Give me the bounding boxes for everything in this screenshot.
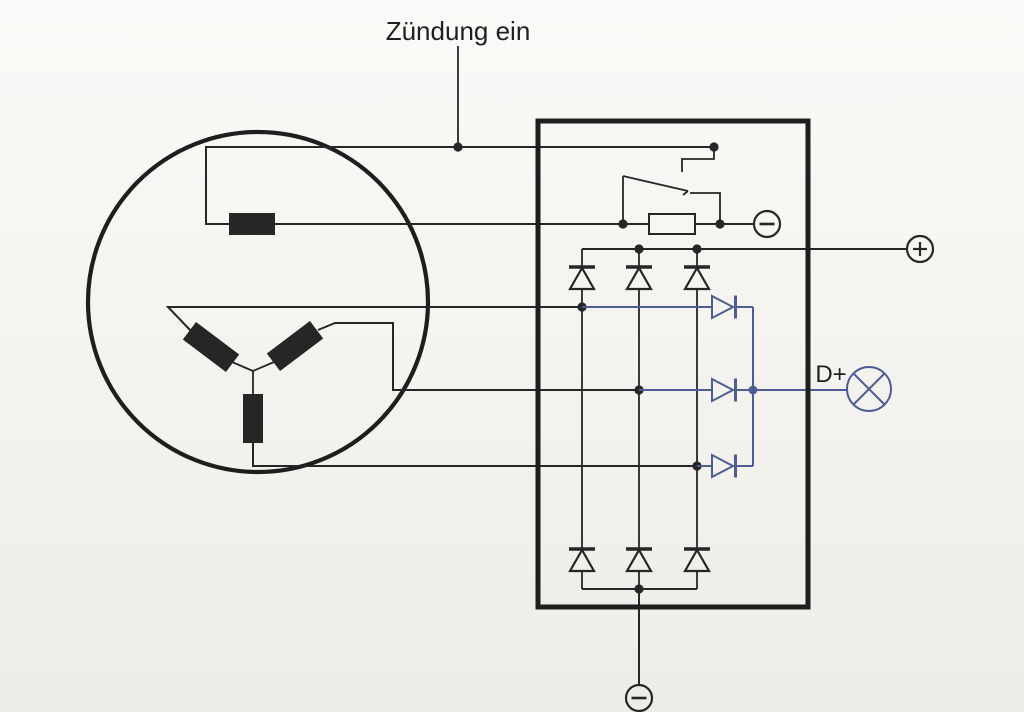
minus-icon: [752, 209, 782, 239]
exciter-diode-2: [710, 377, 737, 403]
field-wire-to-ignition: [205, 146, 714, 225]
exciter-diode-3: [710, 453, 737, 479]
field-resistor: [648, 213, 696, 235]
positive-diode-2: [624, 265, 654, 291]
phase-wire-2: [317, 322, 639, 391]
resistor-left-dot: [618, 219, 628, 229]
stator-winding-2: [266, 320, 324, 372]
negative-diode-2: [624, 547, 654, 573]
exciter-diode-1: [710, 294, 737, 320]
phase-wire-3: [252, 443, 697, 467]
relay-fixed-contact-wire: [681, 147, 715, 172]
relay-arm-tip: [682, 190, 689, 196]
star-point-lead-1: [231, 361, 254, 372]
dplus-label: D+: [815, 361, 846, 388]
phase-wire-1: [165, 306, 582, 332]
resistor-right-dot: [715, 219, 725, 229]
regulator-rectifier-box: [535, 118, 811, 610]
negative-diode-1: [567, 547, 597, 573]
rotor-field-winding: [229, 213, 275, 235]
ignition-junction-dot: [453, 142, 463, 152]
positive-diode-1: [567, 265, 597, 291]
negative-diode-3: [682, 547, 712, 573]
charge-lamp-icon: [846, 366, 892, 412]
plus-icon: [905, 234, 935, 264]
stator-winding-3: [243, 394, 263, 443]
stator-winding-1: [182, 321, 240, 373]
relay-contact-arm: [622, 175, 689, 192]
relay-lower-contact-wire: [690, 192, 721, 224]
star-point-lead-2: [252, 361, 275, 372]
positive-diode-3: [682, 265, 712, 291]
ignition-label: Zündung ein: [386, 16, 531, 46]
ground-minus-icon: [624, 683, 654, 712]
alternator-housing-circle: [85, 129, 431, 475]
